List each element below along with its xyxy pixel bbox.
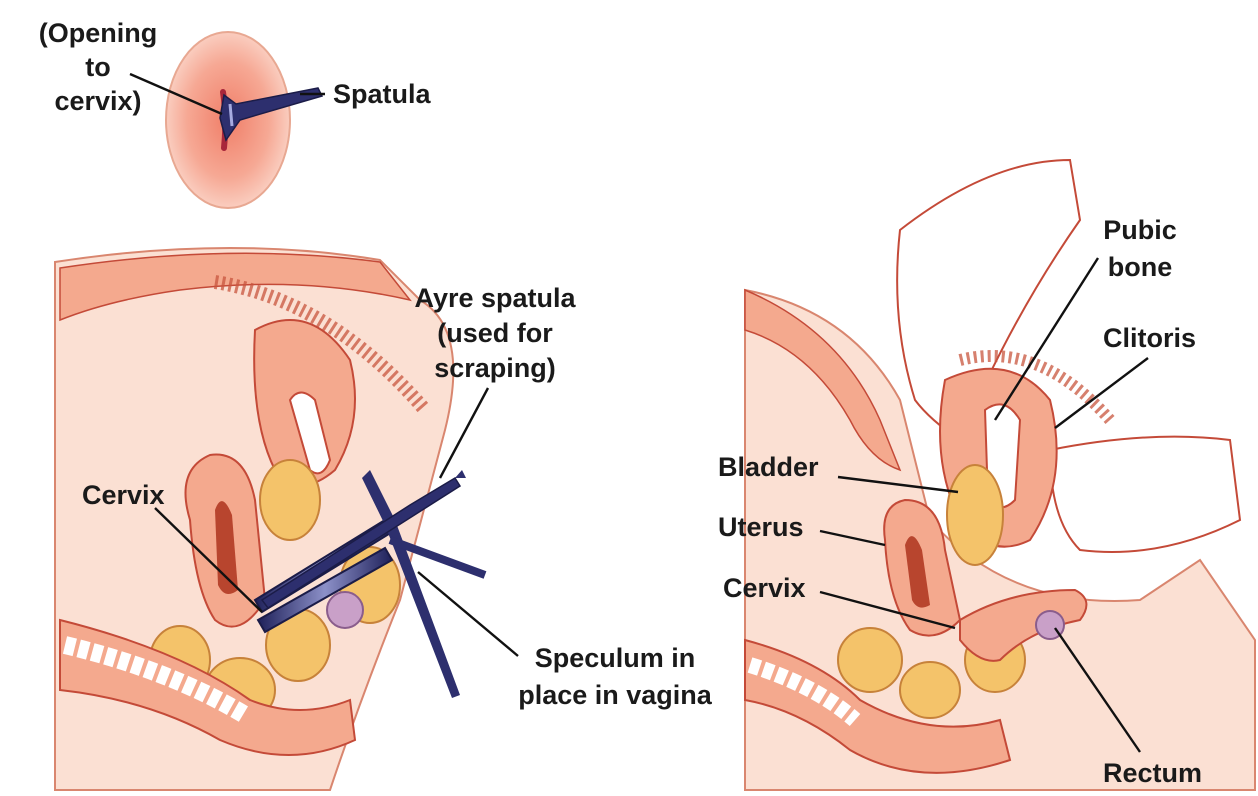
label-bladder: Bladder (718, 452, 819, 482)
label-pubic-bone-line-2: bone (1085, 252, 1195, 282)
label-speculum-line-1: Speculum in (505, 643, 725, 673)
label-opening-line-1: (Opening (18, 18, 178, 48)
label-opening-line-2: to (18, 52, 178, 82)
label-spatula: Spatula (333, 79, 431, 109)
label-ayre-spatula-line-2: (used for (400, 318, 590, 348)
left-bowel-loop (260, 460, 320, 540)
right-bladder (947, 465, 1003, 565)
right-leg-drape (1050, 437, 1240, 552)
right-bowel-loop (838, 628, 902, 692)
left-rectum (327, 592, 363, 628)
right-bowel-loop (900, 662, 960, 718)
label-ayre-spatula-line-1: Ayre spatula (400, 283, 590, 313)
label-uterus: Uterus (718, 512, 804, 542)
cervix-view-inset (166, 32, 322, 208)
label-speculum-line-2: place in vagina (505, 680, 725, 710)
label-rectum: Rectum (1103, 758, 1202, 788)
label-clitoris: Clitoris (1103, 323, 1196, 353)
label-pubic-bone-line-1: Pubic (1085, 215, 1195, 245)
label-ayre-spatula-line-3: scraping) (400, 353, 590, 383)
label-opening-line-3: cervix) (18, 86, 178, 116)
label-cervix-left: Cervix (82, 480, 165, 510)
label-cervix-right: Cervix (723, 573, 806, 603)
